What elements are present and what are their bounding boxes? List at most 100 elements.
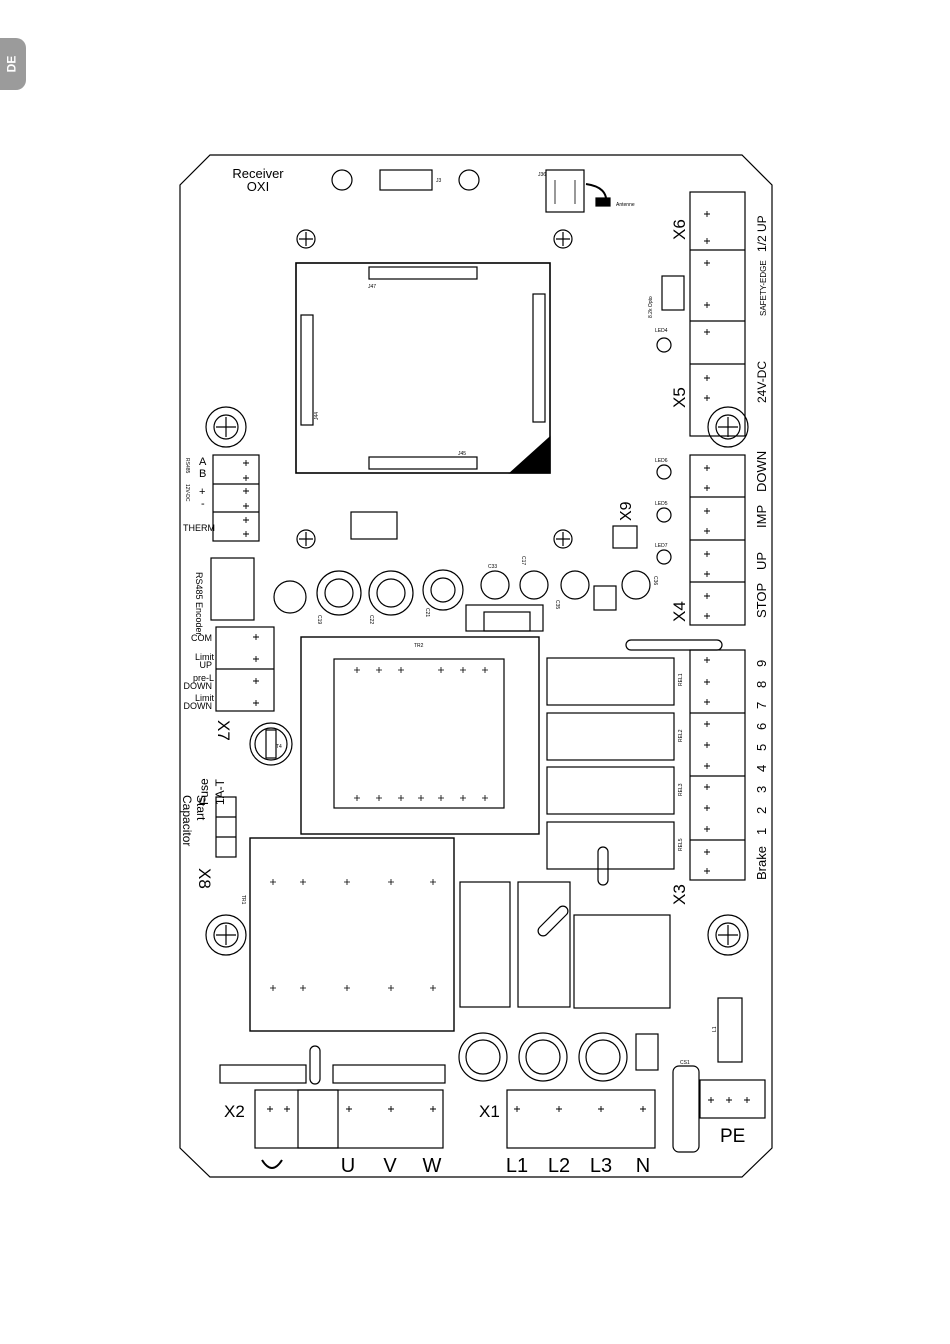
header-j20 bbox=[219, 1064, 307, 1084]
label-stop: STOP bbox=[754, 583, 769, 618]
ref-c35: C35 bbox=[554, 600, 560, 609]
ref-led4: LED4 bbox=[655, 328, 668, 334]
ref-led5: LED5 bbox=[655, 501, 668, 507]
terminal-pe bbox=[699, 1079, 766, 1119]
label-com: COM bbox=[191, 633, 212, 643]
antenna-label: Antenne bbox=[616, 202, 635, 208]
label-limit-up-2: UP bbox=[199, 660, 212, 670]
header-j3 bbox=[379, 169, 433, 191]
tr1-pins bbox=[270, 879, 436, 991]
label-limit-down-1: Limit bbox=[195, 693, 215, 703]
encoder-label: RS485 Encoder bbox=[194, 572, 204, 636]
label-v: V bbox=[383, 1155, 397, 1177]
ref-c17: C17 bbox=[520, 556, 526, 565]
connector-x2: X2 bbox=[224, 1102, 245, 1121]
label-up: UP bbox=[754, 552, 769, 570]
contactor-j31 bbox=[517, 881, 571, 1008]
ref-j36: J36 bbox=[538, 172, 546, 178]
label-n: N bbox=[636, 1155, 650, 1177]
label-minus: - bbox=[201, 498, 205, 510]
receiver-label: Receiver bbox=[232, 166, 284, 181]
label-opto: 8.2k Opto bbox=[648, 296, 654, 318]
transformer-tr2 bbox=[300, 636, 540, 835]
ref-c19: C19 bbox=[316, 615, 322, 624]
header-j19 bbox=[332, 1064, 446, 1084]
fuse bbox=[265, 729, 277, 759]
transformer-pins bbox=[354, 667, 488, 801]
label-12v: 12V-DC bbox=[184, 484, 190, 502]
connector-x7: X7 bbox=[214, 720, 233, 741]
label-b: B bbox=[199, 468, 206, 480]
module-corner-mark bbox=[508, 435, 551, 474]
slot bbox=[309, 1045, 321, 1085]
jumper-c22 bbox=[593, 585, 617, 611]
board-outline bbox=[179, 154, 773, 1178]
leds bbox=[656, 337, 672, 565]
label-4: 4 bbox=[754, 765, 769, 772]
header-j45 bbox=[368, 456, 478, 470]
connector-x4: X4 bbox=[670, 601, 689, 622]
terminal-capacitor bbox=[215, 796, 237, 858]
label-pre-down-1: pre-L bbox=[193, 673, 214, 683]
relay-j36 bbox=[573, 914, 671, 1009]
ref-tr2: TR2 bbox=[414, 643, 424, 649]
ref-rel5: REL5 bbox=[678, 838, 684, 851]
receiver-model: OXI bbox=[247, 179, 269, 194]
mount-hole bbox=[331, 169, 353, 191]
ref-led7: LED7 bbox=[655, 543, 668, 549]
slot bbox=[625, 639, 723, 651]
relays bbox=[546, 657, 675, 870]
fuse-rating: 1A-T bbox=[213, 778, 227, 805]
regulator-block bbox=[465, 604, 544, 632]
label-l3: L3 bbox=[590, 1155, 612, 1177]
label-l2: L2 bbox=[548, 1155, 570, 1177]
component-small bbox=[635, 1033, 659, 1071]
ref-rel1: REL1 bbox=[678, 673, 684, 686]
antenna-plug bbox=[595, 197, 611, 207]
label-safety-edge: SAFETY-EDGE bbox=[759, 260, 768, 316]
ref-j3: J3 bbox=[436, 178, 442, 184]
jumper-x9 bbox=[612, 525, 638, 549]
ref-tr1: TR1 bbox=[240, 895, 246, 905]
label-limit-down-2: DOWN bbox=[184, 701, 213, 711]
label-3: 3 bbox=[754, 786, 769, 793]
label-plus: + bbox=[199, 486, 205, 498]
ref-j45: J45 bbox=[458, 451, 466, 457]
transformer-tr1 bbox=[249, 837, 455, 1032]
ref-l1: L1 bbox=[712, 1026, 718, 1032]
terminal-right-top bbox=[689, 191, 746, 437]
connector-x5: X5 bbox=[670, 387, 689, 408]
ref-t4: T4 bbox=[276, 744, 282, 750]
terminal-x1 bbox=[506, 1089, 656, 1149]
current-sensor-cs1 bbox=[672, 1065, 700, 1153]
connector-pe: PE bbox=[720, 1126, 745, 1147]
jumper-opto bbox=[661, 275, 685, 311]
inductor-l1 bbox=[717, 997, 743, 1063]
screw-holes bbox=[205, 229, 749, 956]
label-down: DOWN bbox=[754, 451, 769, 492]
label-9: 9 bbox=[754, 660, 769, 667]
mount-hole bbox=[458, 169, 480, 191]
varistors bbox=[458, 1032, 628, 1082]
language-tab: DE bbox=[0, 38, 26, 90]
label-1: 1 bbox=[754, 828, 769, 835]
terminal-screws bbox=[243, 211, 750, 1112]
ref-c22: C22 bbox=[368, 615, 374, 624]
header-j47 bbox=[368, 266, 478, 280]
ref-cs1: CS1 bbox=[680, 1060, 690, 1066]
connector-x8: X8 bbox=[195, 868, 214, 889]
ref-rel3: REL3 bbox=[678, 783, 684, 796]
slot bbox=[597, 846, 609, 886]
label-8: 8 bbox=[754, 681, 769, 688]
label-u: U bbox=[341, 1155, 355, 1177]
ref-c21: C21 bbox=[424, 608, 430, 617]
earth-symbol bbox=[261, 1159, 283, 1169]
terminal-rs485 bbox=[212, 454, 260, 542]
label-24v: 24V-DC bbox=[755, 361, 769, 403]
slot bbox=[537, 905, 569, 937]
connector-x9: X9 bbox=[618, 501, 635, 521]
connector-x1: X1 bbox=[479, 1102, 500, 1121]
contactor-j32 bbox=[459, 881, 511, 1008]
encoder-connector bbox=[210, 557, 255, 621]
ref-led6: LED6 bbox=[655, 458, 668, 464]
